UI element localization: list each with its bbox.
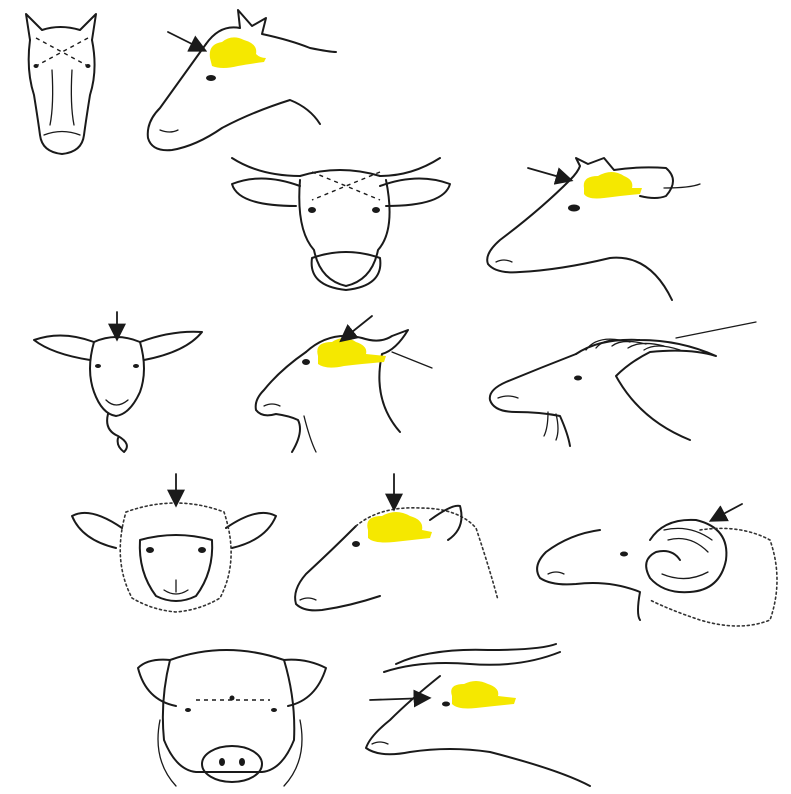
goat-side-eye: [302, 359, 310, 365]
sheep-front-eye-left: [146, 547, 154, 553]
horse-side-eye: [206, 75, 216, 81]
horse-aim-arrow: [168, 32, 204, 50]
goat-brain-highlight: [317, 338, 386, 368]
pig-aim-point: [230, 696, 235, 701]
ram-eye: [620, 552, 628, 557]
horse-brain-highlight: [210, 37, 266, 68]
goat-front-eye-right: [133, 364, 139, 368]
pig-side-view: [366, 644, 590, 786]
sheep-front-view: [72, 474, 276, 612]
sheep-side-eye: [352, 541, 360, 547]
cattle-brain-highlight: [584, 172, 642, 199]
goat-front-eye-left: [95, 364, 101, 368]
pig-front-eye-right: [271, 708, 277, 712]
horse-side-view: [148, 10, 336, 150]
cattle-front-eye-right: [372, 207, 380, 213]
cattle-aim-arrow: [528, 168, 570, 180]
ram-horned-side-view: [537, 504, 777, 626]
cattle-crosshair: [312, 172, 380, 200]
sheep-front-eye-right: [198, 547, 206, 553]
horse-crosshair: [36, 38, 88, 66]
pig-snout: [202, 746, 262, 782]
goat-horned-side-view: [490, 322, 756, 446]
ram-aim-arrow: [712, 504, 742, 520]
horse-front-view: [26, 14, 96, 154]
sheep-side-view: [295, 474, 498, 610]
goat-horned-pointer-line: [676, 322, 756, 338]
goat-pointer-line: [392, 352, 432, 368]
sheep-brain-highlight: [367, 512, 432, 543]
cattle-front-eye-left: [308, 207, 316, 213]
pig-brain-highlight: [451, 681, 516, 709]
cattle-front-view: [232, 158, 450, 290]
goat-horned-eye: [574, 376, 582, 381]
cattle-side-view: [487, 158, 700, 300]
pig-aim-arrow: [370, 698, 428, 700]
pig-side-eye: [442, 702, 450, 707]
goat-front-view: [34, 312, 202, 452]
cattle-side-eye: [568, 205, 580, 212]
pig-front-eye-left: [185, 708, 191, 712]
goat-side-view: [256, 316, 432, 452]
pig-front-view: [138, 650, 326, 786]
